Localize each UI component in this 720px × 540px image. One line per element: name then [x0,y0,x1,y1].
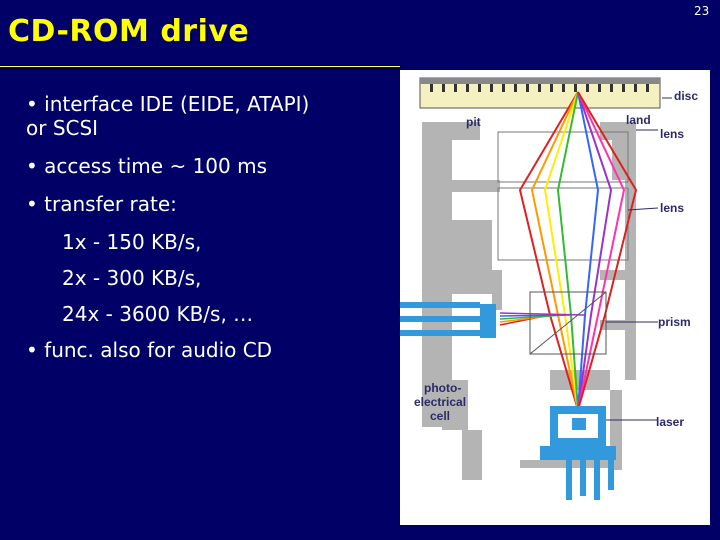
title-rule [0,66,400,67]
label-photo-line2: electrical [414,395,466,409]
bullet-interface-line2: or SCSI [26,116,99,140]
cdrom-optics-diagram: disc pit land lens lens prism photo- ele… [400,70,710,525]
rate-1x: 1x - 150 KB/s, [62,230,202,254]
bullet-interface: • interface IDE (EIDE, ATAPI) or SCSI [26,92,406,140]
bullet-interface-line1: • interface IDE (EIDE, ATAPI) [26,92,310,116]
label-photo-line1: photo- [424,381,461,395]
label-prism: prism [658,315,691,329]
upper-lens-box [497,131,629,183]
laser-assembly [540,406,616,500]
prism-shape [529,291,607,355]
rate-24x: 24x - 3600 KB/s, … [62,302,254,326]
label-land: land [626,113,651,127]
bullet-audio: • func. also for audio CD [26,338,273,362]
bullet-list: • interface IDE (EIDE, ATAPI) or SCSI • … [26,92,406,376]
label-pit: pit [466,115,481,129]
label-laser: laser [656,415,684,429]
lower-lens-box [497,187,629,261]
label-disc: disc [674,89,698,103]
label-photo-line3: cell [430,409,450,423]
laser-beam [518,91,638,411]
bullet-transfer-rate: • transfer rate: [26,192,177,216]
page-number: 23 [694,4,710,18]
photo-cell-assembly [400,302,496,338]
reflected-beam [499,312,586,326]
slide-title: CD-ROM drive [8,14,250,49]
label-lens-upper: lens [660,127,684,141]
disc [419,77,661,109]
label-lens-lower: lens [660,201,684,215]
label-pointers [606,97,672,421]
bullet-access-time: • access time ~ 100 ms [26,154,267,178]
rate-2x: 2x - 300 KB/s, [62,266,202,290]
optics-illustration: disc pit land lens lens prism photo- ele… [400,77,698,500]
